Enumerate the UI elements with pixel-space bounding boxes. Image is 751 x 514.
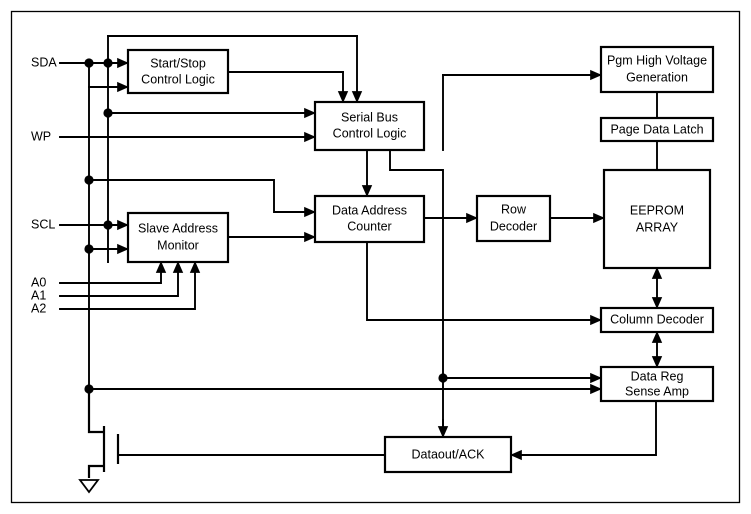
diagram-border bbox=[10, 10, 741, 504]
block-label-line1: Column Decoder bbox=[610, 312, 704, 326]
junction-dot bbox=[438, 373, 448, 383]
block-page-data-latch[interactable]: Page Data Latch bbox=[599, 116, 715, 143]
wire-a2 bbox=[59, 261, 201, 310]
block-label-line1: Start/Stop bbox=[150, 56, 206, 70]
wire-datareg-to-dataout bbox=[510, 400, 657, 461]
wire-dac-to-coldec bbox=[366, 241, 602, 326]
transistor-source-lead bbox=[87, 464, 104, 478]
wire-serialbus-branch bbox=[389, 149, 444, 456]
block-label-line1: Data Reg bbox=[631, 369, 684, 383]
block-label-line1: Slave Address bbox=[138, 221, 218, 235]
block-label-line2: Control Logic bbox=[141, 72, 215, 86]
wire-a1 bbox=[59, 261, 184, 297]
block-data-address-counter[interactable]: Data Address Counter bbox=[313, 194, 426, 244]
junction-dot bbox=[103, 220, 113, 230]
pin-label-sda: SDA bbox=[31, 55, 57, 69]
wire-layer bbox=[59, 35, 663, 461]
pin-label-a0: A0 bbox=[31, 275, 46, 289]
block-start-stop-control-logic[interactable]: Start/Stop Control Logic bbox=[126, 48, 230, 95]
pin-label-a1: A1 bbox=[31, 288, 46, 302]
block-label-line1: Serial Bus bbox=[341, 110, 398, 124]
junction-dot bbox=[84, 175, 94, 185]
block-slave-address-monitor[interactable]: Slave Address Monitor bbox=[126, 211, 230, 264]
junction-dots bbox=[84, 58, 448, 394]
wire-a0 bbox=[59, 261, 167, 284]
block-pgm-high-voltage-generation[interactable]: Pgm High Voltage Generation bbox=[599, 45, 715, 94]
block-serial-bus-control-logic[interactable]: Serial Bus Control Logic bbox=[313, 100, 426, 152]
block-label-line1: Page Data Latch bbox=[610, 122, 703, 136]
pin-label-wp: WP bbox=[31, 129, 51, 143]
block-label-line2: Generation bbox=[626, 70, 688, 84]
block-dataout-ack[interactable]: Dataout/ACK bbox=[383, 435, 513, 474]
junction-dot bbox=[103, 58, 113, 68]
block-label-line2: ARRAY bbox=[636, 220, 679, 234]
block-label-line2: Monitor bbox=[157, 238, 199, 252]
block-label-line1: Pgm High Voltage bbox=[607, 53, 707, 67]
block-label-line1: Dataout/ACK bbox=[412, 447, 486, 461]
ground-triangle bbox=[78, 479, 100, 494]
nmos-transistor bbox=[87, 389, 120, 478]
transistor-drain-lead bbox=[87, 389, 104, 434]
wire-sda-to-dac bbox=[88, 179, 316, 218]
pin-label-a2: A2 bbox=[31, 301, 46, 315]
pin-label-scl: SCL bbox=[31, 217, 55, 231]
block-eeprom-array[interactable]: EEPROM ARRAY bbox=[602, 168, 712, 270]
block-data-reg-sense-amp[interactable]: Data Reg Sense Amp bbox=[599, 365, 715, 403]
block-label-line2: Sense Amp bbox=[625, 384, 689, 398]
block-label-line2: Control Logic bbox=[333, 126, 407, 140]
block-label-line2: Decoder bbox=[490, 219, 537, 233]
block-label-line1: Data Address bbox=[332, 203, 407, 217]
block-label-line2: Counter bbox=[347, 219, 391, 233]
pin-labels: SDA WP SCL A0 A1 A2 bbox=[31, 55, 57, 315]
block-label-line1: EEPROM bbox=[630, 203, 684, 217]
block-label-line1: Row bbox=[501, 202, 527, 216]
block-row-decoder[interactable]: Row Decoder bbox=[475, 194, 552, 243]
junction-dot bbox=[84, 58, 94, 68]
junction-dot bbox=[84, 244, 94, 254]
junction-dot bbox=[103, 108, 113, 118]
block-column-decoder[interactable]: Column Decoder bbox=[599, 306, 715, 334]
ground-symbol bbox=[78, 479, 100, 494]
